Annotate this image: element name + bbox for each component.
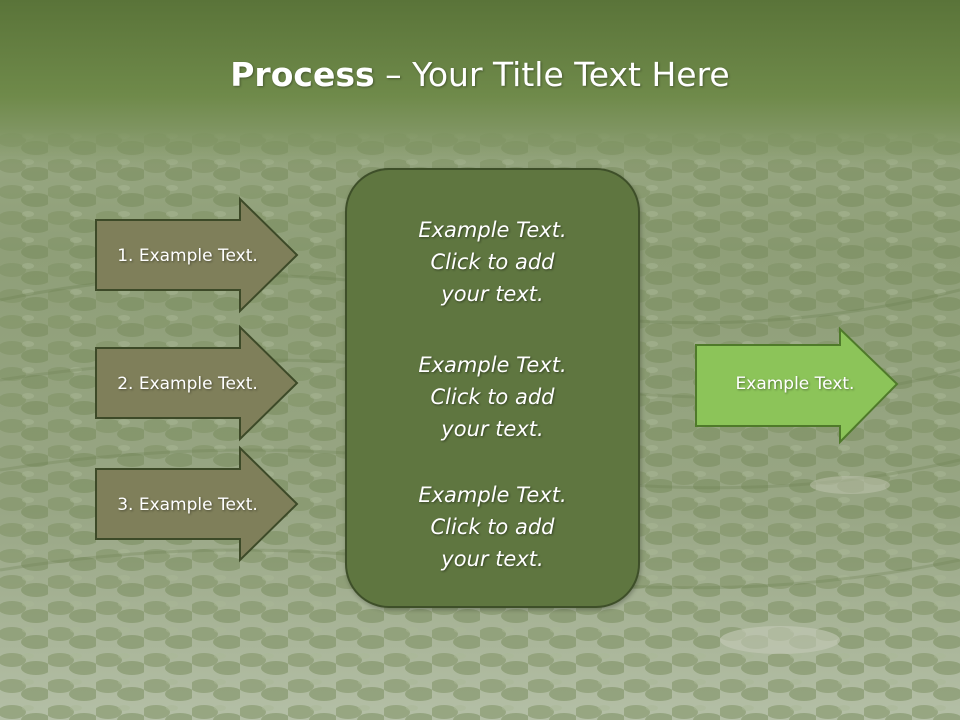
center-process-box: Example Text. Click to add your text. Ex… <box>345 168 640 608</box>
right-arrow: Example Text. <box>695 326 900 446</box>
center-text-block-3: Example Text. Click to add your text. <box>418 483 567 571</box>
arrow-shape <box>95 324 299 442</box>
left-arrow-label: 1. Example Text. <box>117 245 258 266</box>
title-rest: – Your Title Text Here <box>374 55 730 94</box>
left-arrow-label: 3. Example Text. <box>117 494 258 515</box>
left-arrow-label: 2. Example Text. <box>117 373 258 394</box>
center-text-block-2: Example Text. Click to add your text. <box>418 353 567 441</box>
title-bold: Process <box>230 55 375 94</box>
right-arrow-label: Example Text. <box>735 374 855 394</box>
left-arrow-3: 3. Example Text. <box>95 445 300 563</box>
slide-title: Process – Your Title Text Here <box>0 50 960 100</box>
center-text-block-1: Example Text. Click to add your text. <box>418 218 567 306</box>
left-arrow-2: 2. Example Text. <box>95 324 300 442</box>
left-arrow-1: 1. Example Text. <box>95 196 300 314</box>
arrow-shape <box>95 445 299 563</box>
arrow-shape <box>695 326 899 445</box>
arrow-shape <box>95 196 299 314</box>
